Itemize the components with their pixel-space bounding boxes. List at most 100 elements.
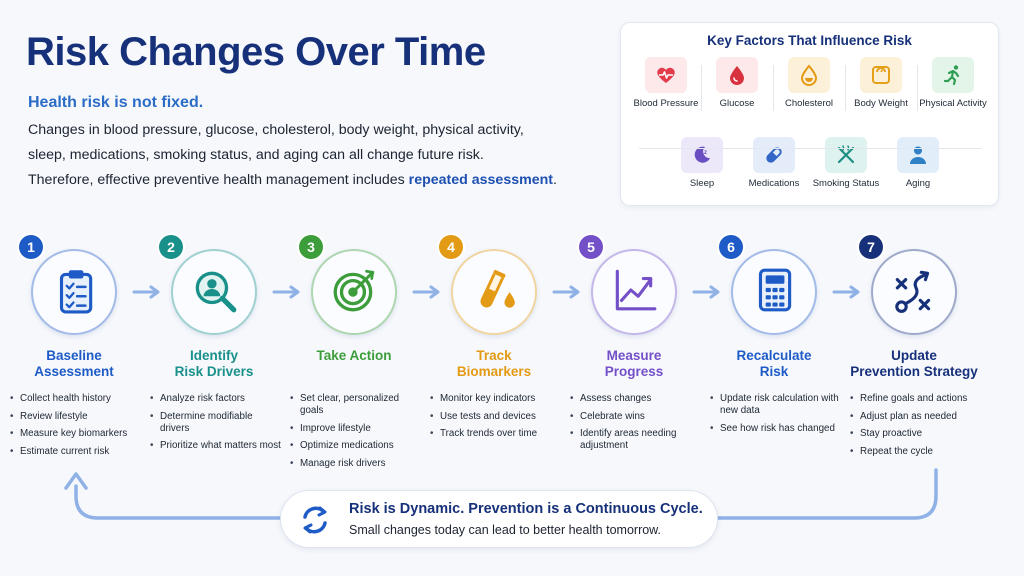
step-bullet-list: Collect health historyReview lifestyleMe… [10, 393, 144, 463]
pill-icon [753, 137, 795, 173]
step-bullet: Set clear, personalized goals [290, 393, 424, 417]
step-bullet: Refine goals and actions [850, 393, 984, 405]
factor-cholesterol: Cholesterol [772, 57, 846, 109]
factor-label: Blood Pressure [633, 98, 699, 109]
step-bullet: Monitor key indicators [430, 393, 564, 405]
factor-smoking-status: Smoking Status [809, 137, 883, 189]
factor-label: Smoking Status [812, 178, 880, 189]
flow-arrow-icon [272, 285, 300, 299]
step-bullet-list: Assess changesCelebrate winsIdentify are… [570, 393, 704, 458]
trend-chart-icon [609, 265, 659, 320]
blood-drop-icon [716, 57, 758, 93]
description-line-1: Changes in blood pressure, glucose, chol… [28, 122, 524, 138]
step-bullet-list: Analyze risk factorsDetermine modifiable… [150, 393, 284, 458]
step-bullet: Manage risk drivers [290, 458, 424, 470]
step-number-badge: 7 [859, 235, 883, 259]
flow-arrow-icon [692, 285, 720, 299]
strategy-play-icon [889, 265, 939, 320]
flow-arrow-icon [132, 285, 160, 299]
factor-aging: Aging [881, 137, 955, 189]
no-smoking-icon [825, 137, 867, 173]
factor-divider [845, 65, 846, 111]
step-bullet-list: Update risk calculation with new dataSee… [710, 393, 844, 440]
scale-icon [860, 57, 902, 93]
description-line-3-suffix: . [553, 172, 557, 188]
svg-text:z: z [704, 150, 707, 156]
step-number-badge: 3 [299, 235, 323, 259]
factor-body-weight: Body Weight [844, 57, 918, 109]
factor-divider [773, 65, 774, 111]
step-title: Take Action [316, 348, 392, 363]
factor-label: Cholesterol [784, 98, 834, 109]
step-bullet: Update risk calculation with new data [710, 393, 844, 417]
step-bullet: Assess changes [570, 393, 704, 405]
step-bullet-list: Refine goals and actionsAdjust plan as n… [850, 393, 984, 463]
step-bullet: See how risk has changed [710, 423, 844, 435]
factor-medications: Medications [737, 137, 811, 189]
factor-divider [917, 65, 918, 111]
cycle-title: Risk is Dynamic. Prevention is a Continu… [349, 501, 703, 517]
step-icon-circle [311, 249, 397, 335]
step-3: 3 Take Action Set clear, personalized go… [284, 235, 424, 475]
page-subtitle: Health risk is not fixed. [28, 94, 204, 111]
description-line-3: Therefore, effective preventive health m… [28, 172, 557, 188]
running-person-icon [932, 57, 974, 93]
step-bullet-list: Monitor key indicatorsUse tests and devi… [430, 393, 564, 446]
factor-blood-pressure: Blood Pressure [629, 57, 703, 109]
step-bullet: Estimate current risk [10, 446, 144, 458]
factor-glucose: Glucose [700, 57, 774, 109]
step-bullet: Track trends over time [430, 428, 564, 440]
step-bullet: Prioritize what matters most [150, 440, 284, 452]
key-factors-title: Key Factors That Influence Risk [707, 33, 912, 48]
page-title: Risk Changes Over Time [26, 30, 486, 74]
step-bullet: Repeat the cycle [850, 446, 984, 458]
step-bullet-list: Set clear, personalized goalsImprove lif… [290, 393, 424, 475]
target-arrow-icon [329, 265, 379, 320]
step-number-badge: 2 [159, 235, 183, 259]
step-number-badge: 6 [719, 235, 743, 259]
magnifier-person-icon [189, 265, 239, 320]
flow-arrow-icon [832, 285, 860, 299]
step-bullet: Review lifestyle [10, 411, 144, 423]
refresh-cycle-icon [303, 506, 327, 534]
test-tube-icon [469, 265, 519, 320]
step-bullet: Collect health history [10, 393, 144, 405]
description-emphasis: repeated assessment [408, 172, 553, 188]
step-number-badge: 1 [19, 235, 43, 259]
factor-label: Medications [748, 178, 800, 189]
step-number-badge: 4 [439, 235, 463, 259]
flow-arrow-icon [412, 285, 440, 299]
oil-drop-icon [788, 57, 830, 93]
person-icon [897, 137, 939, 173]
step-number-badge: 5 [579, 235, 603, 259]
factor-label: Aging [905, 178, 931, 189]
key-factors-panel: Key Factors That Influence Risk Blood Pr… [620, 22, 999, 206]
factor-label: Body Weight [854, 98, 908, 109]
description-line-3-prefix: Therefore, effective preventive health m… [28, 172, 409, 188]
step-icon-circle [591, 249, 677, 335]
step-bullet: Improve lifestyle [290, 423, 424, 435]
step-bullet: Stay proactive [850, 428, 984, 440]
step-bullet: Adjust plan as needed [850, 411, 984, 423]
step-icon-circle [731, 249, 817, 335]
cycle-subtitle: Small changes today can lead to better h… [349, 523, 661, 537]
step-bullet: Use tests and devices [430, 411, 564, 423]
step-bullet: Determine modifiable drivers [150, 411, 284, 435]
step-bullet: Analyze risk factors [150, 393, 284, 405]
moon-icon: z [681, 137, 723, 173]
step-bullet: Celebrate wins [570, 411, 704, 423]
step-icon-circle [171, 249, 257, 335]
heart-pulse-icon [645, 57, 687, 93]
factor-physical-activity: Physical Activity [916, 57, 990, 109]
